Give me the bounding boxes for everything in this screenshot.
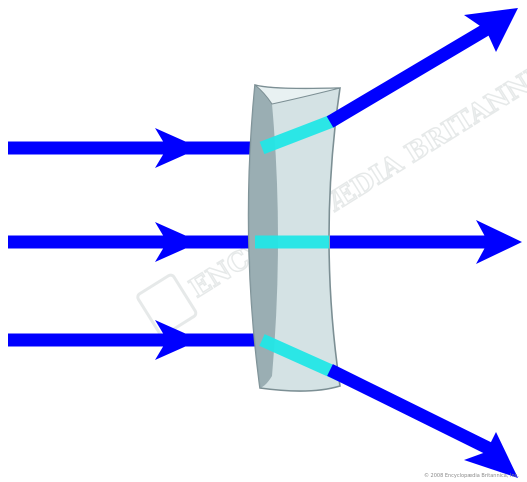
outgoing-arrowhead-top <box>464 8 518 52</box>
outgoing-rays <box>330 26 492 450</box>
outgoing-ray-bottom <box>330 370 492 450</box>
incoming-rays <box>8 148 262 340</box>
watermark-text: ENCYCLOPÆDIA BRITANNICA <box>185 40 527 304</box>
watermark: ENCYCLOPÆDIA BRITANNICA <box>136 31 527 336</box>
image-credit: © 2008 Encyclopædia Britannica, Inc. <box>424 473 519 479</box>
